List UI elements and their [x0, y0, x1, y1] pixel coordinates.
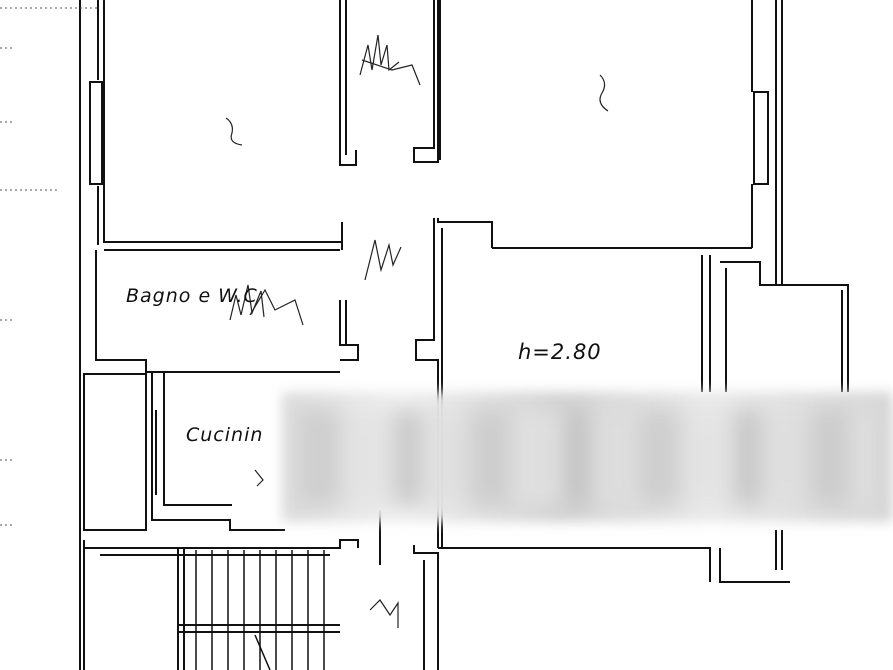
bagno-wall	[95, 250, 340, 373]
room-label-height: h=2.80	[518, 340, 602, 364]
scribble-marks	[225, 34, 609, 628]
corridor-wall	[413, 0, 439, 163]
room-label-bagno: Bagno e W.C	[126, 285, 258, 307]
redacted-area-texture	[300, 410, 870, 505]
stair-treads	[195, 550, 325, 670]
room-top-left-wall	[103, 0, 342, 243]
room-label-cucina: Cucinin	[186, 424, 264, 446]
window-left	[89, 81, 103, 185]
cucina-cabinet	[83, 373, 147, 531]
window-right	[753, 91, 769, 185]
margin-marks	[0, 7, 100, 526]
